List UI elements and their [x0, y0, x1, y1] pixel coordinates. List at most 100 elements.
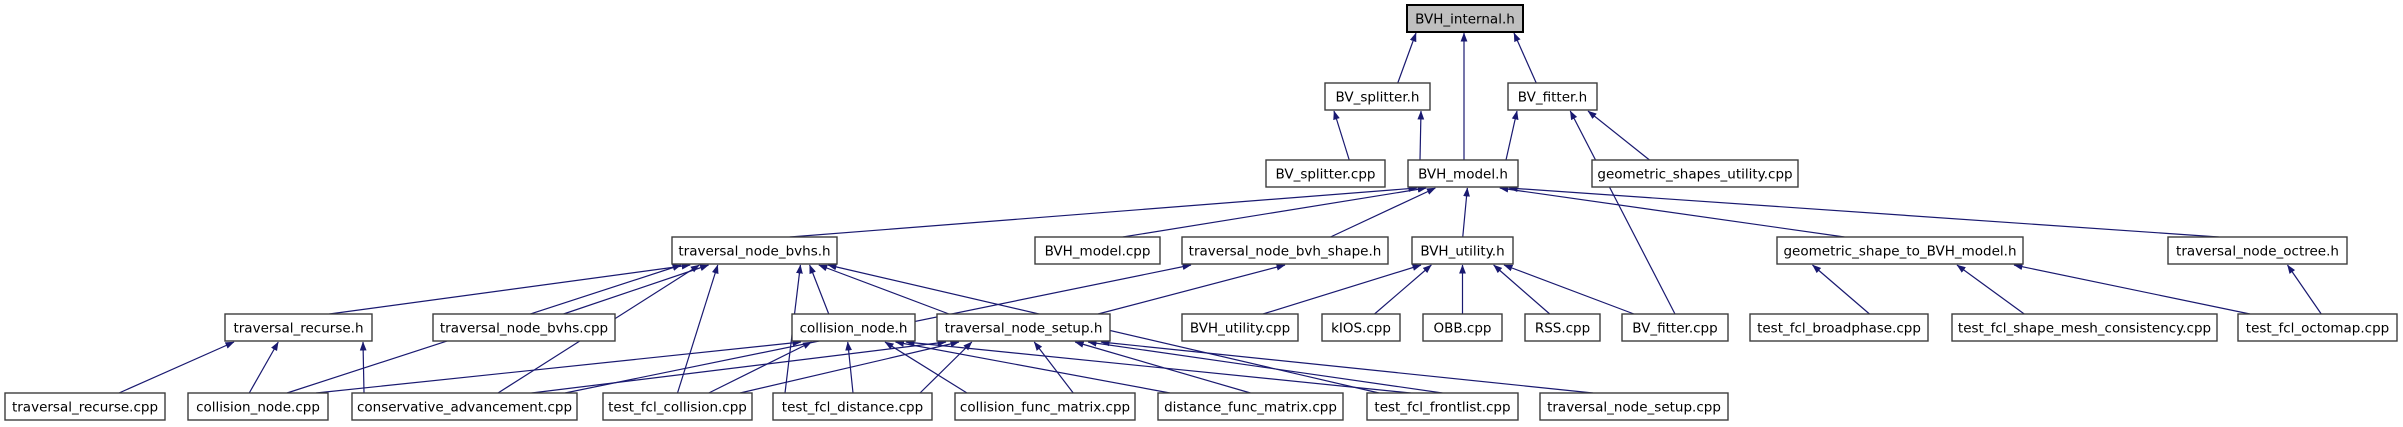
- node-label: traversal_node_bvh_shape.h: [1189, 244, 1382, 260]
- include-edge-collision_node_cpp-to-collision_node_h: [315, 339, 802, 394]
- node-box[interactable]: [1324, 82, 1431, 111]
- node-box[interactable]: [1951, 313, 2218, 342]
- node-label: traversal_recurse.cpp: [12, 400, 158, 416]
- node-box[interactable]: [1507, 82, 1598, 111]
- graph-node-traversal_node_octree_h[interactable]: traversal_node_octree.h: [2167, 236, 2348, 265]
- node-box[interactable]: [791, 313, 916, 342]
- graph-node-traversal_node_bvh_shape_h[interactable]: traversal_node_bvh_shape.h: [1181, 236, 1389, 265]
- node-box[interactable]: [1181, 313, 1299, 342]
- graph-node-test_fcl_distance_cpp[interactable]: test_fcl_distance.cpp: [772, 392, 933, 421]
- node-label: traversal_node_bvhs.h: [678, 244, 830, 260]
- include-edge-traversal_recurse_cpp-to-traversal_recurse_h: [118, 341, 235, 394]
- graph-node-traversal_node_bvhs_cpp[interactable]: traversal_node_bvhs.cpp: [432, 313, 616, 342]
- node-label: traversal_node_setup.h: [945, 321, 1103, 337]
- graph-node-bv_fitter_h[interactable]: BV_fitter.h: [1507, 82, 1598, 111]
- node-box[interactable]: [1422, 313, 1503, 342]
- node-box[interactable]: [1181, 236, 1389, 265]
- graph-node-bv_splitter_cpp[interactable]: BV_splitter.cpp: [1265, 159, 1386, 188]
- include-edge-conservative_advancement_cpp-to-traversal_node_setup_h: [531, 339, 947, 394]
- include-edge-bv_fitter_cpp-to-bv_fitter_h: [1569, 110, 1676, 315]
- graph-node-traversal_recurse_cpp[interactable]: traversal_recurse.cpp: [4, 392, 166, 421]
- graph-node-test_fcl_frontlist_cpp[interactable]: test_fcl_frontlist.cpp: [1366, 392, 1519, 421]
- graph-node-obb_cpp[interactable]: OBB.cpp: [1422, 313, 1503, 342]
- graph-node-bvh_utility_cpp[interactable]: BVH_utility.cpp: [1181, 313, 1299, 342]
- include-edge-traversal_node_setup_h-to-traversal_node_bvhs_h: [818, 264, 950, 315]
- graph-node-traversal_recurse_h[interactable]: traversal_recurse.h: [224, 313, 373, 342]
- graph-node-collision_node_h[interactable]: collision_node.h: [791, 313, 916, 342]
- node-box[interactable]: [1591, 159, 1799, 188]
- graph-node-distance_func_matrix_cpp[interactable]: distance_func_matrix.cpp: [1157, 392, 1344, 421]
- node-box[interactable]: [1157, 392, 1344, 421]
- node-label: traversal_node_bvhs.cpp: [440, 321, 608, 337]
- node-box[interactable]: [1265, 159, 1386, 188]
- graph-node-rss_cpp[interactable]: RSS.cpp: [1524, 313, 1601, 342]
- graph-node-kios_cpp[interactable]: kIOS.cpp: [1321, 313, 1401, 342]
- node-label: BV_fitter.h: [1518, 90, 1587, 106]
- graph-node-bv_fitter_cpp[interactable]: BV_fitter.cpp: [1621, 313, 1729, 342]
- graph-node-bvh_model_cpp[interactable]: BVH_model.cpp: [1034, 236, 1161, 265]
- node-box[interactable]: [224, 313, 373, 342]
- node-label: test_fcl_octomap.cpp: [2246, 321, 2389, 337]
- node-box[interactable]: [1524, 313, 1601, 342]
- node-box[interactable]: [187, 392, 329, 421]
- node-label: test_fcl_distance.cpp: [782, 400, 923, 416]
- node-box[interactable]: [1321, 313, 1401, 342]
- graph-node-test_fcl_collision_cpp[interactable]: test_fcl_collision.cpp: [602, 392, 753, 421]
- node-box[interactable]: [2167, 236, 2348, 265]
- node-label: OBB.cpp: [1433, 321, 1491, 337]
- node-box[interactable]: [1621, 313, 1729, 342]
- graph-node-traversal_node_setup_cpp[interactable]: traversal_node_setup.cpp: [1539, 392, 1729, 421]
- include-edge-test_fcl_collision_cpp-to-traversal_node_setup_h: [739, 340, 960, 394]
- node-box[interactable]: [936, 313, 1111, 342]
- include-edge-bvh_model_cpp-to-bvh_model_h: [1122, 185, 1427, 238]
- node-box[interactable]: [1411, 236, 1514, 265]
- root-node-box[interactable]: [1406, 4, 1524, 33]
- node-label: BVH_internal.h: [1415, 12, 1515, 28]
- include-edge-test_fcl_collision_cpp-to-collision_node_h: [708, 341, 812, 394]
- node-label: test_fcl_collision.cpp: [608, 400, 747, 416]
- graph-node-traversal_node_setup_h[interactable]: traversal_node_setup.h: [936, 313, 1111, 342]
- node-label: BVH_model.h: [1418, 167, 1508, 183]
- node-box[interactable]: [1776, 236, 2024, 265]
- graph-node-test_fcl_broadphase_cpp[interactable]: test_fcl_broadphase.cpp: [1749, 313, 1929, 342]
- graph-node-geom_shapes_utility_cpp[interactable]: geometric_shapes_utility.cpp: [1591, 159, 1799, 188]
- node-box[interactable]: [602, 392, 753, 421]
- graph-node-geom_shape_to_bvh_model_h[interactable]: geometric_shape_to_BVH_model.h: [1776, 236, 2024, 265]
- node-label: BVH_model.cpp: [1045, 244, 1151, 260]
- include-edge-distance_func_matrix_cpp-to-collision_node_h: [895, 340, 1171, 394]
- graph-node-bv_splitter_h[interactable]: BV_splitter.h: [1324, 82, 1431, 111]
- node-label: geometric_shapes_utility.cpp: [1597, 167, 1792, 183]
- include-edge-test_fcl_collision_cpp-to-traversal_node_bvhs_h: [676, 264, 719, 394]
- node-box[interactable]: [1366, 392, 1519, 421]
- node-box[interactable]: [772, 392, 933, 421]
- include-edge-distance_func_matrix_cpp-to-traversal_node_setup_h: [1074, 341, 1251, 394]
- node-box[interactable]: [1034, 236, 1161, 265]
- node-box[interactable]: [671, 236, 838, 265]
- node-box[interactable]: [4, 392, 166, 421]
- node-box[interactable]: [954, 392, 1136, 421]
- include-edge-traversal_recurse_h-to-traversal_node_bvhs_h: [329, 262, 691, 315]
- graph-node-conservative_advancement_cpp[interactable]: conservative_advancement.cpp: [351, 392, 578, 421]
- node-box[interactable]: [2237, 313, 2398, 342]
- node-label: collision_node.cpp: [196, 400, 320, 416]
- node-label: kIOS.cpp: [1331, 321, 1391, 337]
- graph-node-traversal_node_bvhs_h[interactable]: traversal_node_bvhs.h: [671, 236, 838, 265]
- include-edge-geom_shape_to_bvh_model_h-to-bvh_model_h: [1499, 185, 1845, 238]
- graph-node-collision_node_cpp[interactable]: collision_node.cpp: [187, 392, 329, 421]
- graph-node-bvh_internal_h[interactable]: BVH_internal.h: [1406, 4, 1524, 33]
- node-box[interactable]: [1539, 392, 1729, 421]
- graph-node-bvh_model_h[interactable]: BVH_model.h: [1407, 159, 1519, 188]
- node-box[interactable]: [432, 313, 616, 342]
- node-label: test_fcl_frontlist.cpp: [1374, 400, 1510, 416]
- graph-node-test_fcl_shape_mesh_consistency_cpp[interactable]: test_fcl_shape_mesh_consistency.cpp: [1951, 313, 2218, 342]
- graph-node-bvh_utility_h[interactable]: BVH_utility.h: [1411, 236, 1514, 265]
- include-edge-collision_node_cpp-to-traversal_recurse_h: [248, 341, 279, 394]
- node-box[interactable]: [351, 392, 578, 421]
- include-edge-test_fcl_shape_mesh_consistency_cpp-to-geom_shape_to_bvh_model_h: [1956, 264, 2025, 315]
- node-box[interactable]: [1749, 313, 1929, 342]
- graph-node-collision_func_matrix_cpp[interactable]: collision_func_matrix.cpp: [954, 392, 1136, 421]
- node-box[interactable]: [1407, 159, 1519, 188]
- node-label: BV_fitter.cpp: [1632, 321, 1717, 337]
- graph-node-test_fcl_octomap_cpp[interactable]: test_fcl_octomap.cpp: [2237, 313, 2398, 342]
